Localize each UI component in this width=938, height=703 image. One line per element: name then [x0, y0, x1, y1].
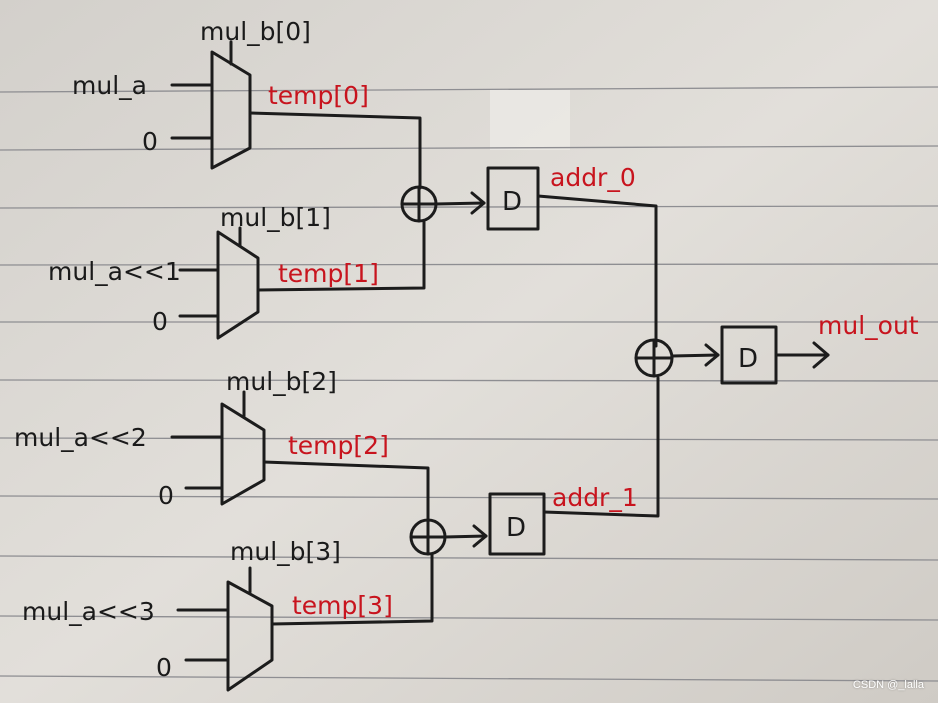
register-1 [488, 492, 546, 556]
mux-2-input-a-label: mul_a<<2 [14, 423, 147, 452]
mux-1-select-label: mul_b[1] [220, 203, 331, 232]
mux-3-input-zero-label: 0 [156, 653, 172, 682]
mux-1-body [216, 230, 260, 340]
mux-2-input-zero-label: 0 [158, 481, 174, 510]
mux-3-select-label: mul_b[3] [230, 537, 341, 566]
mux-1-input-zero-label: 0 [152, 307, 168, 336]
addr0-wire [536, 194, 658, 348]
addr0-label: addr_0 [550, 163, 636, 192]
mux-0-input-zero-label: 0 [142, 127, 158, 156]
temp0-wire [248, 111, 422, 190]
mux-1: mul_b[1] mul_a<<1 0 temp[1] [48, 203, 379, 340]
final-output-label: mul_out [818, 311, 919, 340]
final-register-label: D [738, 344, 758, 374]
glare-patch [490, 90, 570, 150]
mux-3-input-a-label: mul_a<<3 [22, 597, 155, 626]
mux-0-input-a-label: mul_a [72, 71, 147, 100]
adder-0-arrowhead [470, 191, 486, 215]
register-1-label: D [506, 513, 526, 543]
adder-stage-1: D addr_1 [262, 376, 660, 626]
watermark: CSDN @_lalla [852, 679, 924, 691]
mux-0-output-label: temp[0] [268, 81, 369, 110]
register-0 [486, 166, 540, 231]
temp3-wire [270, 552, 434, 626]
mux-1-input-a-label: mul_a<<1 [48, 257, 181, 286]
output-arrowhead [812, 341, 830, 369]
register-0-label: D [502, 187, 522, 217]
adder-stage-0: D addr_0 [248, 111, 658, 348]
temp2-wire [262, 460, 430, 522]
mux-2-body [220, 402, 266, 506]
mux-1-output-label: temp[1] [278, 259, 379, 288]
adder-0-to-reg-wire [434, 201, 486, 206]
mux-2-output-label: temp[2] [288, 431, 389, 460]
final-adder-arrowhead [704, 343, 720, 367]
adder-1-arrowhead [472, 524, 488, 548]
adder-1-to-reg-wire [443, 534, 488, 539]
mux-0: mul_b[0] mul_a 0 temp[0] [72, 17, 369, 170]
final-adder-to-reg-wire [670, 353, 720, 358]
ruled-lines [0, 86, 938, 682]
mux-2-select-label: mul_b[2] [226, 367, 337, 396]
mux-3-body [226, 580, 274, 692]
addr1-label: addr_1 [552, 483, 638, 512]
mux-0-select-label: mul_b[0] [200, 17, 311, 46]
mux-3-output-label: temp[3] [292, 591, 393, 620]
mux-3: mul_b[3] mul_a<<3 0 temp[3] [22, 537, 393, 692]
final-stage: D mul_out [634, 311, 919, 385]
mux-2: mul_b[2] mul_a<<2 0 temp[2] [14, 367, 389, 510]
temp1-wire [256, 220, 426, 292]
mux-0-body [210, 50, 252, 170]
addr1-wire [542, 376, 660, 518]
